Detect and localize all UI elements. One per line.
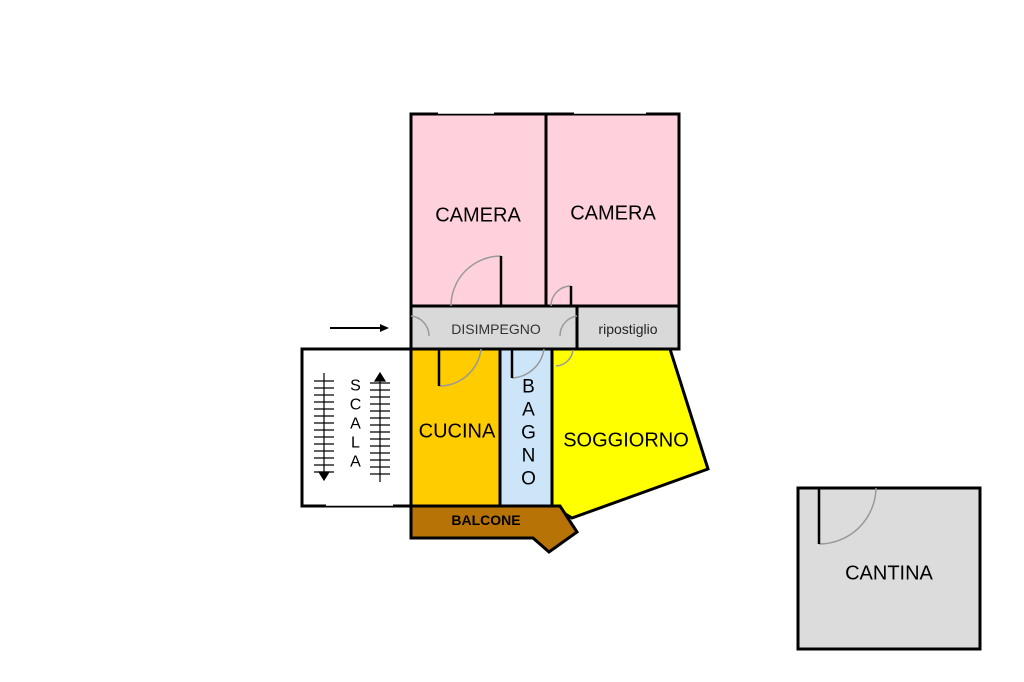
room-balcone xyxy=(409,504,580,554)
label-camera-left: CAMERA xyxy=(435,204,521,227)
room-cantina xyxy=(796,486,982,651)
label-soggiorno: SOGGIORNO xyxy=(563,429,689,452)
room-camera-left xyxy=(409,112,548,308)
label-cucina: CUCINA xyxy=(418,420,496,443)
label-bagno: BAGNO xyxy=(518,376,539,492)
room-scala xyxy=(300,347,413,508)
room-camera-right xyxy=(544,112,681,308)
room-soggiorno xyxy=(550,347,710,520)
label-ripostiglio: ripostiglio xyxy=(598,321,658,337)
windows xyxy=(326,112,646,506)
label-cantina: CANTINA xyxy=(845,562,933,585)
stairs-down-icon xyxy=(314,373,334,482)
stairs-up-icon xyxy=(370,371,390,482)
entrance-arrow-icon xyxy=(330,324,389,332)
label-camera-right: CAMERA xyxy=(570,202,656,225)
label-balcone: BALCONE xyxy=(451,512,521,528)
stair-arrowhead xyxy=(317,471,331,482)
label-disimpegno: DISIMPEGNO xyxy=(451,321,541,337)
door-leaves xyxy=(437,256,821,544)
door-swings xyxy=(410,255,877,545)
stair-arrowhead xyxy=(373,371,387,382)
label-scala: SCALA xyxy=(347,377,364,473)
room-cucina xyxy=(409,347,502,508)
room-ripostiglio xyxy=(575,304,681,351)
